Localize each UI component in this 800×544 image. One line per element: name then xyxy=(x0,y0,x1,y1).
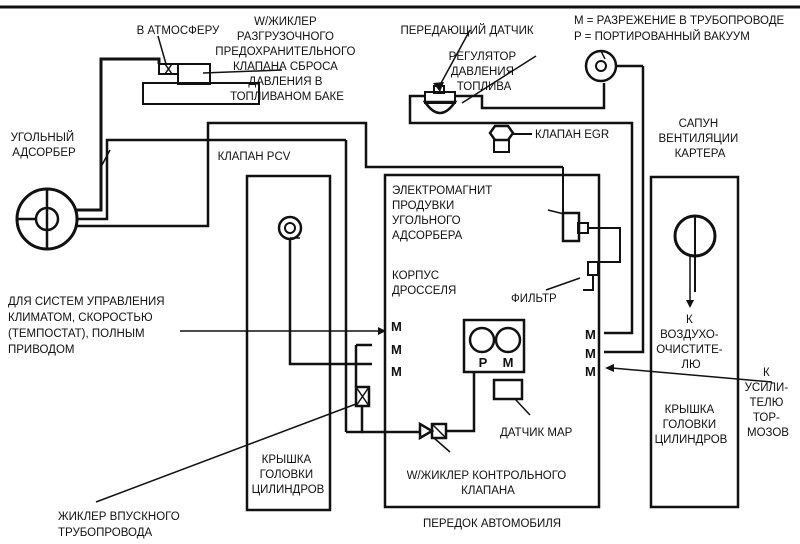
manifold-ports: M M M M M M xyxy=(391,319,596,379)
pressure-sender xyxy=(422,82,458,115)
label-control-valve-jet: W/ЖИКЛЕР КОНТРОЛЬНОГО КЛАПАНА xyxy=(407,470,570,497)
label-intake-jet: ЖИКЛЕР ВПУСКНОГО ТРУБОПРОВОДА xyxy=(58,511,183,539)
legend-ported-vacuum: P = ПОРТИРОВАННЫЙ ВАКУУМ xyxy=(574,30,750,43)
svg-text:P: P xyxy=(479,355,488,370)
label-purge-solenoid: ЭЛЕКТРОМАГНИТ ПРОДУВКИ УГОЛЬНОГО АДСОРБЕ… xyxy=(392,185,495,242)
label-filter: ФИЛЬТР xyxy=(511,293,557,305)
intake-manifold-jet xyxy=(354,385,371,408)
engine-block xyxy=(383,173,601,509)
egr-valve xyxy=(488,124,515,153)
svg-text:M: M xyxy=(503,355,514,370)
label-head-cover-left: КРЫШКА ГОЛОВКИ ЦИЛИНДРОВ xyxy=(252,454,325,496)
left-head-cover xyxy=(245,174,332,512)
label-map-sensor: ДАТЧИК MAP xyxy=(500,427,573,439)
right-head-cover xyxy=(649,175,740,509)
svg-text:M: M xyxy=(585,327,596,342)
label-pcv-valve: КЛАПАН PCV xyxy=(218,151,291,163)
label-sender: ПЕРЕДАЮЩИЙ ДАТЧИК xyxy=(400,24,533,37)
label-vehicle-front: ПЕРЕДОК АВТОМОБИЛЯ xyxy=(423,518,561,530)
map-sensor xyxy=(492,378,524,401)
label-fuel-regulator: РЕГУЛЯТОР ДАВЛЕНИЯ ТОПЛИВА xyxy=(449,51,520,93)
purge-filter xyxy=(587,261,599,276)
svg-text:M: M xyxy=(391,364,402,379)
svg-text:M: M xyxy=(391,342,402,357)
label-to-brake-booster: К УСИЛИ- ТЕЛЮ ТОР- МОЗОВ xyxy=(745,367,792,439)
label-relief-jet: W/ЖИКЛЕР РАЗГРУЗОЧНОГО ПРЕДОХРАНИТЕЛЬНОГ… xyxy=(215,16,358,103)
svg-text:M: M xyxy=(585,346,596,361)
label-canister: УГОЛЬНЫЙ АДСОРБЕР xyxy=(11,131,78,159)
pcv-valve xyxy=(277,215,303,241)
fuel-pressure-regulator xyxy=(584,49,618,83)
throttle-body: P M xyxy=(462,318,526,374)
label-to-air-cleaner: К ВОЗДУХО- ОЧИСТИТЕ- ЛЮ xyxy=(656,314,726,371)
legend-manifold-vacuum: M = РАЗРЕЖЕНИЕ В ТРУБОПРОВОДЕ xyxy=(574,15,785,27)
label-atmosphere: В АТМОСФЕРУ xyxy=(137,25,220,37)
label-control-systems: ДЛЯ СИСТЕМ УПРАВЛЕНИЯ КЛИМАТОМ, СКОРОСТЬ… xyxy=(8,296,168,356)
crankcase-breather xyxy=(673,214,717,258)
label-throttle-body: КОРПУС ДРОССЕЛЯ xyxy=(392,270,456,297)
charcoal-canister xyxy=(15,187,79,251)
svg-text:M: M xyxy=(391,319,402,334)
svg-text:M: M xyxy=(585,364,596,379)
control-valve xyxy=(418,421,448,441)
label-egr-valve: КЛАПАН EGR xyxy=(535,129,609,141)
label-crankcase-breather: САПУН ВЕНТИЛЯЦИИ КАРТЕРА xyxy=(658,118,741,160)
vacuum-hoses xyxy=(77,57,696,434)
purge-solenoid xyxy=(561,211,589,243)
label-head-cover-right: КРЫШКА ГОЛОВКИ ЦИЛИНДРОВ xyxy=(655,404,728,446)
tank-relief-valve xyxy=(142,63,260,105)
leader-lines xyxy=(95,29,773,503)
